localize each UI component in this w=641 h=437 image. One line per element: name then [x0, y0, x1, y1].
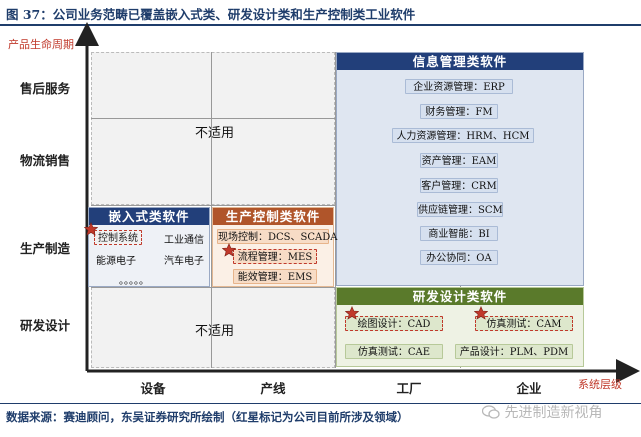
embedded-item-energy-electronics: 能源电子 [96, 256, 136, 267]
rd-design-panel: 研发设计类软件 绘图设计：CAD 仿真测试：CAM 仿真测试：CAE 产品设计：… [336, 287, 584, 367]
info-item-erp: 企业资源管理：ERP [405, 79, 513, 94]
rd-item-cam: 仿真测试：CAM [475, 316, 573, 331]
x-label-enterprise: 企业 [516, 381, 542, 396]
x-axis-title: 系统层级 [578, 378, 622, 391]
production-control-panel: 生产控制类软件 现场控制：DCS、SCADA 流程管理：MES 能效管理：EMS [212, 207, 337, 287]
source-note: 数据来源：赛迪顾问，东吴证券研究所绘制（红星标记为公司目前所涉及领域） [6, 410, 409, 424]
embedded-item-control-system: 控制系统 [94, 230, 142, 245]
info-item-bi: 商业智能：BI [420, 226, 498, 241]
y-label-logistics: 物流销售 [19, 153, 70, 168]
red-star-icon [474, 306, 488, 320]
watermark: 先进制造新视角 [481, 402, 603, 422]
na-region-bottom [91, 287, 335, 368]
red-star-icon [222, 243, 236, 257]
rd-item-plm: 产品设计：PLM、PDM [455, 344, 573, 359]
x-label-factory: 工厂 [396, 381, 422, 396]
watermark-text: 先进制造新视角 [504, 405, 603, 421]
info-item-oa: 办公协同：OA [420, 250, 498, 265]
production-item-mes: 流程管理：MES [233, 249, 317, 264]
y-label-after-sales: 售后服务 [19, 81, 70, 96]
info-item-eam: 资产管理：EAM [420, 153, 498, 168]
x-label-equipment: 设备 [140, 381, 166, 396]
figure-title: 图 37：公司业务范畴已覆盖嵌入式类、研发设计类和生产控制类工业软件 [6, 7, 416, 22]
grid-divider-v2 [335, 52, 336, 368]
na-region-top [91, 52, 335, 205]
title-rule [0, 24, 641, 26]
red-star-icon [84, 222, 98, 236]
y-label-rd: 研发设计 [19, 318, 70, 333]
na-text-bottom: 不适用 [195, 324, 235, 339]
info-item-scm: 供应链管理：SCM [417, 202, 503, 217]
wechat-icon [481, 405, 500, 419]
embedded-item-auto-electronics: 汽车电子 [164, 256, 204, 267]
embedded-header: 嵌入式类软件 [89, 208, 209, 225]
y-axis-title: 产品生命周期 [8, 38, 74, 51]
bottom-rule [0, 403, 641, 404]
info-management-panel: 信息管理类软件 企业资源管理：ERP 财务管理：FM 人力资源管理：HRM、HC… [336, 52, 584, 286]
red-star-icon [345, 306, 359, 320]
info-management-header: 信息管理类软件 [337, 53, 583, 70]
x-label-line: 产线 [260, 381, 286, 396]
embedded-panel: 嵌入式类软件 控制系统 工业通信 能源电子 汽车电子 。。。。。 [88, 207, 210, 287]
rd-design-header: 研发设计类软件 [337, 288, 583, 305]
production-item-dcs: 现场控制：DCS、SCADA [217, 229, 337, 244]
production-item-ems: 能效管理：EMS [233, 269, 317, 284]
y-label-manufacturing: 生产制造 [19, 241, 70, 256]
info-item-hrm: 人力资源管理：HRM、HCM [392, 128, 534, 143]
grid-divider-v1 [211, 52, 212, 368]
rd-item-cae: 仿真测试：CAE [345, 344, 443, 359]
embedded-item-more: 。。。。。 [119, 276, 149, 287]
na-text-top: 不适用 [195, 126, 235, 141]
rd-item-cad: 绘图设计：CAD [345, 316, 443, 331]
info-item-crm: 客户管理：CRM [420, 178, 498, 193]
info-item-fm: 财务管理：FM [420, 104, 498, 119]
production-control-header: 生产控制类软件 [213, 208, 333, 225]
embedded-item-industrial-comm: 工业通信 [164, 235, 204, 246]
